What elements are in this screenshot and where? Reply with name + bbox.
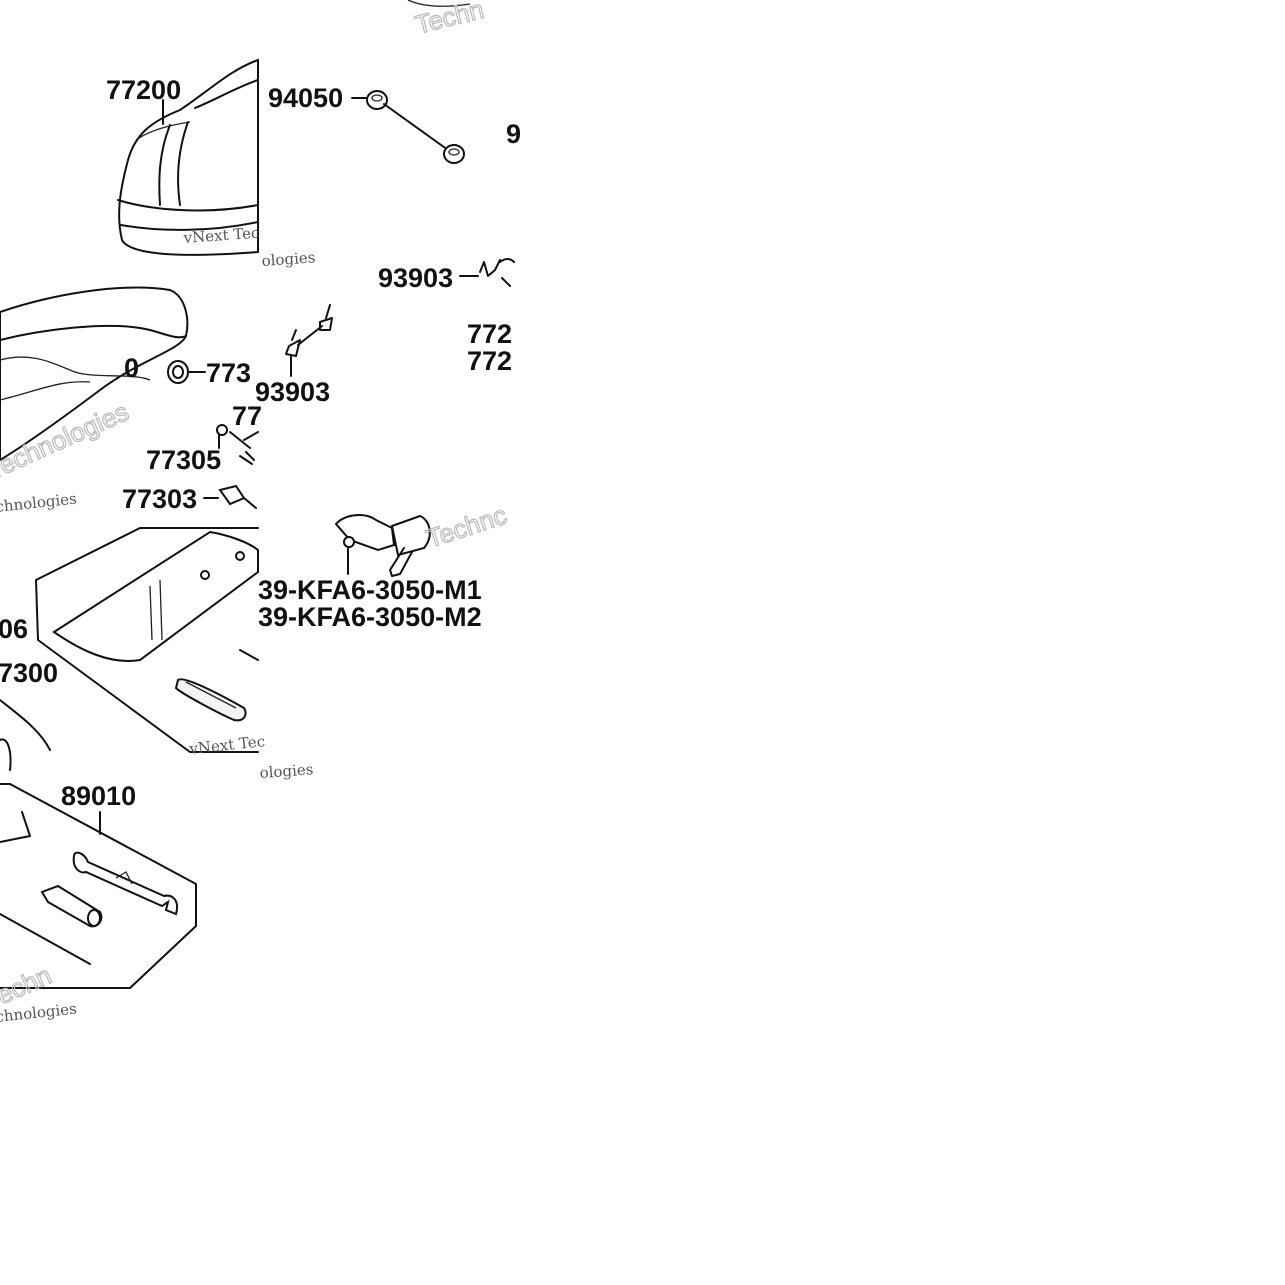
- screw-set-upper: 93903 772 772: [378, 258, 515, 376]
- watermark-text: ologies: [259, 760, 314, 782]
- seat-assembly: 77200 vNext Tec ologies: [106, 58, 316, 270]
- part-label-93903-top: 93903: [378, 263, 453, 293]
- watermark-text: Technc: [423, 500, 511, 554]
- top-watermark: Techn: [407, 0, 487, 40]
- part-label-0: 0: [124, 353, 139, 383]
- bumper-rubbers: 94050 9: [268, 83, 521, 164]
- wrench: [72, 851, 178, 916]
- watermark-text: ologies: [261, 248, 316, 270]
- hinge-pin: [216, 424, 259, 465]
- luggage-box-tray: 06 7300 vNext Tec ologies: [0, 527, 314, 782]
- screwdriver: [174, 678, 247, 722]
- part-label-kfa6-m2: 39-KFA6-3050-M2: [258, 602, 482, 632]
- tool-kit: 89010 Techn chnologies: [0, 781, 197, 1026]
- watermark-text: Techn: [412, 0, 487, 40]
- watermark-text: vNext Tec: [188, 732, 266, 758]
- part-label-7300: 7300: [0, 658, 58, 688]
- watermark-text: chnologies: [0, 490, 78, 516]
- hinge-bracket: [203, 484, 257, 509]
- part-label-772-a: 772: [467, 319, 512, 349]
- part-label-773-hinge: 773: [206, 358, 251, 388]
- part-label-94050: 94050: [268, 83, 343, 113]
- part-label-93903-mid: 93903: [255, 377, 330, 407]
- socket-tool: [40, 884, 103, 928]
- screw-set-lower: 93903: [255, 304, 333, 407]
- part-label-cut: 9: [506, 119, 521, 149]
- part-label-06: 06: [0, 614, 28, 644]
- luggage-box-lid: 0 773 77 77305 77303 Technologies chnolo…: [0, 286, 262, 516]
- part-label-kfa6-m1: 39-KFA6-3050-M1: [258, 575, 482, 605]
- part-label-77-clip: 77: [232, 401, 262, 431]
- part-label-89010: 89010: [61, 781, 136, 811]
- part-label-772-b: 772: [467, 346, 512, 376]
- part-label-77200: 77200: [106, 75, 181, 105]
- part-label-77303: 77303: [122, 484, 197, 514]
- key-lock-set: 39-KFA6-3050-M1 39-KFA6-3050-M2 Technc: [258, 499, 511, 632]
- part-label-77305: 77305: [146, 445, 221, 475]
- watermark-text: vNext Tec: [182, 224, 260, 247]
